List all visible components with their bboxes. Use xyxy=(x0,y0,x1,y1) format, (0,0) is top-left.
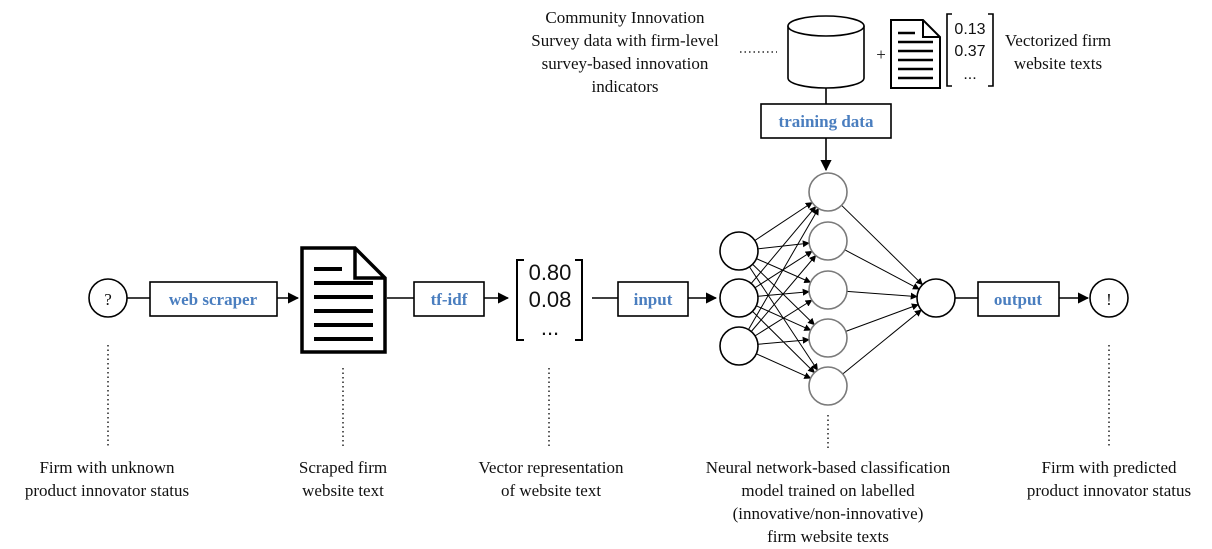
nn-hidden-node-4 xyxy=(808,366,848,406)
vector-value-1: 0.80 xyxy=(529,260,572,285)
caption-unknown-firm: Firm with unknown product innovator stat… xyxy=(25,458,189,500)
database-icon xyxy=(787,15,865,89)
web-scraper-box xyxy=(149,281,278,317)
exclamation-icon: ! xyxy=(1106,290,1112,309)
plus-sign: + xyxy=(876,45,886,64)
training-data-label: training data xyxy=(779,112,874,131)
caption-predicted-firm: Firm with predicted product innovator st… xyxy=(1027,458,1191,500)
vectorized-label-line-2: website texts xyxy=(1014,54,1102,73)
caption-nn-model-line-3: (innovative/non-innovative) xyxy=(733,504,924,523)
vectorized-label: Vectorized firm website texts xyxy=(1005,31,1111,73)
caption-unknown-firm-line-2: product innovator status xyxy=(25,481,189,500)
website-vector: 0.80 0.08 ... xyxy=(516,259,583,341)
nn-edge-in-2-h-1 xyxy=(750,254,817,332)
vector-value-2: 0.08 xyxy=(529,287,572,312)
caption-vector-repr: Vector representation of website text xyxy=(479,458,624,500)
caption-nn-model-line-2: model trained on labelled xyxy=(741,481,915,500)
nn-edge-in-0-h-1 xyxy=(757,240,810,250)
input-box xyxy=(617,281,689,317)
nn-edge-in-0-h-0 xyxy=(754,202,813,241)
output-label: output xyxy=(994,290,1043,309)
cis-label-line-3: survey-based innovation xyxy=(542,54,709,73)
caption-scraped-text: Scraped firm website text xyxy=(299,458,387,500)
nn-edge-h-1-out xyxy=(844,249,920,290)
cis-label-line-4: indicators xyxy=(591,77,658,96)
tfidf-box xyxy=(413,281,485,317)
caption-nn-model: Neural network-based classification mode… xyxy=(706,458,951,546)
nn-hidden-node-3 xyxy=(808,318,848,358)
caption-nn-model-line-1: Neural network-based classification xyxy=(706,458,951,477)
document-small-icon xyxy=(890,19,941,89)
training-vector-value-1: 0.13 xyxy=(954,21,985,38)
nn-edge-h-3-out xyxy=(845,303,919,332)
nn-edge-in-0-h-2 xyxy=(756,258,812,284)
nn-input-node-0 xyxy=(719,231,759,271)
predicted-firm-node xyxy=(1089,278,1129,318)
caption-unknown-firm-line-1: Firm with unknown xyxy=(39,458,175,477)
nn-hidden-node-0 xyxy=(808,172,848,212)
vector-value-3: ... xyxy=(541,315,559,340)
nn-edge-in-1-h-0 xyxy=(750,206,817,284)
nn-edge-h-0-out xyxy=(841,204,923,286)
caption-nn-model-line-4: firm website texts xyxy=(767,527,889,546)
nn-hidden-node-1 xyxy=(808,221,848,261)
nn-edge-h-4-out xyxy=(842,309,922,375)
nn-output-node xyxy=(916,278,956,318)
output-box xyxy=(977,281,1060,317)
nn-edge-in-2-h-0 xyxy=(748,207,819,330)
nn-input-node-2 xyxy=(719,326,759,366)
nn-edge-in-2-h-2 xyxy=(754,299,813,337)
question-icon: ? xyxy=(104,290,112,309)
caption-vector-repr-line-1: Vector representation xyxy=(479,458,624,477)
document-icon xyxy=(300,246,387,354)
cis-label: Community Innovation Survey data with fi… xyxy=(531,8,719,96)
vectorized-label-line-1: Vectorized firm xyxy=(1005,31,1111,50)
caption-predicted-firm-line-1: Firm with predicted xyxy=(1041,458,1177,477)
caption-vector-repr-line-2: of website text xyxy=(501,481,601,500)
training-vector: 0.13 0.37 ... xyxy=(946,13,994,87)
tfidf-label: tf-idf xyxy=(431,290,468,309)
cis-label-line-1: Community Innovation xyxy=(545,8,705,27)
training-data-box xyxy=(760,103,892,139)
nn-input-node-1 xyxy=(719,278,759,318)
nn-hidden-node-2 xyxy=(808,270,848,310)
neural-network xyxy=(719,172,956,406)
nn-edge-in-2-h-4 xyxy=(756,353,812,379)
nn-edge-h-2-out xyxy=(846,290,918,300)
caption-scraped-text-line-1: Scraped firm xyxy=(299,458,387,477)
web-scraper-label: web scraper xyxy=(169,290,258,309)
training-vector-value-2: 0.37 xyxy=(954,43,985,60)
training-vector-value-3: ... xyxy=(963,66,976,83)
caption-predicted-firm-line-2: product innovator status xyxy=(1027,481,1191,500)
caption-scraped-text-line-2: website text xyxy=(302,481,384,500)
cis-label-line-2: Survey data with firm-level xyxy=(531,31,719,50)
nn-edge-in-2-h-3 xyxy=(757,336,810,345)
input-label: input xyxy=(634,290,673,309)
